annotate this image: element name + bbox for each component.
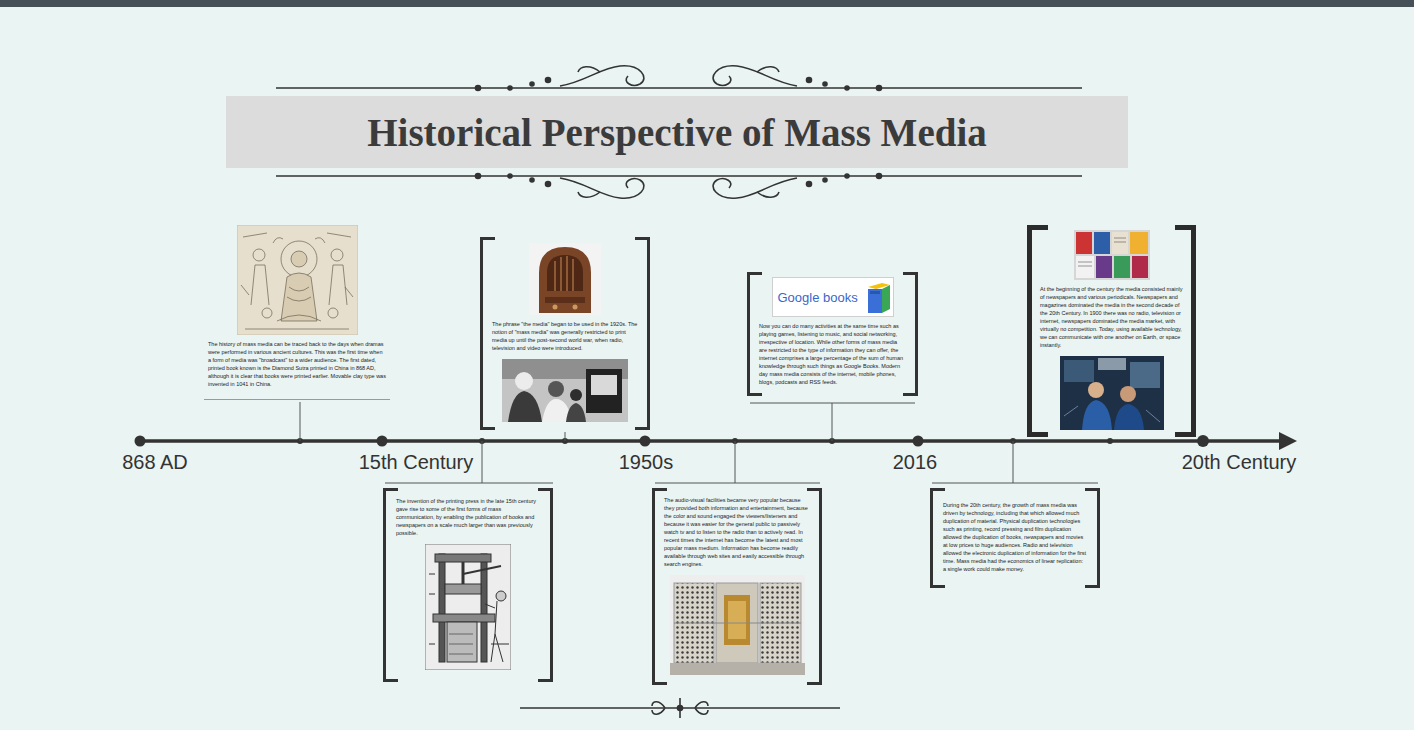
title-band: Historical Perspective of Mass Media <box>226 96 1128 168</box>
panel-text: Now you can do many activities at the sa… <box>759 323 906 387</box>
timeline-label: 1950s <box>617 451 676 474</box>
sutra-illustration <box>237 225 358 335</box>
timeline-panel: During the 20th century, the growth of m… <box>930 488 1100 588</box>
timeline-label: 20th Century <box>1180 451 1299 474</box>
panel-text: The history of mass media can be traced … <box>208 341 386 389</box>
logo-text: Google books <box>778 290 858 305</box>
image-slot <box>425 544 511 670</box>
timeline-panel: At the beginning of the century the medi… <box>1027 225 1196 437</box>
timeline-panel: The invention of the printing press in t… <box>383 488 553 682</box>
image-slot <box>670 575 805 675</box>
timeline-panel: Google booksNow you can do many activiti… <box>747 272 918 396</box>
panel-text: During the 20th century, the growth of m… <box>943 502 1087 574</box>
image-slot <box>1060 356 1164 430</box>
image-slot <box>529 243 601 315</box>
timeline-label: 868 AD <box>120 451 190 474</box>
image-slot <box>502 359 628 422</box>
leader-lines <box>300 402 1098 483</box>
panel-text: The invention of the printing press in t… <box>396 498 540 538</box>
timeline-label: 15th Century <box>357 451 476 474</box>
image-slot: Google books <box>772 277 894 317</box>
timeline-label: 2016 <box>891 451 940 474</box>
title-text: Historical Perspective of Mass Media <box>367 110 987 155</box>
timeline-panel: The history of mass media can be traced … <box>204 225 390 400</box>
image-slot <box>1074 230 1150 280</box>
timeline-panel: The audio-visual facilities became very … <box>652 488 822 685</box>
panel-text: At the beginning of the century the medi… <box>1040 286 1183 350</box>
timeline-panel: The phrase "the media" began to be used … <box>480 237 650 430</box>
panel-text: The audio-visual facilities became very … <box>664 497 810 569</box>
image-slot <box>237 225 358 335</box>
top-bar <box>0 0 1414 7</box>
panel-text: The phrase "the media" began to be used … <box>492 321 638 353</box>
